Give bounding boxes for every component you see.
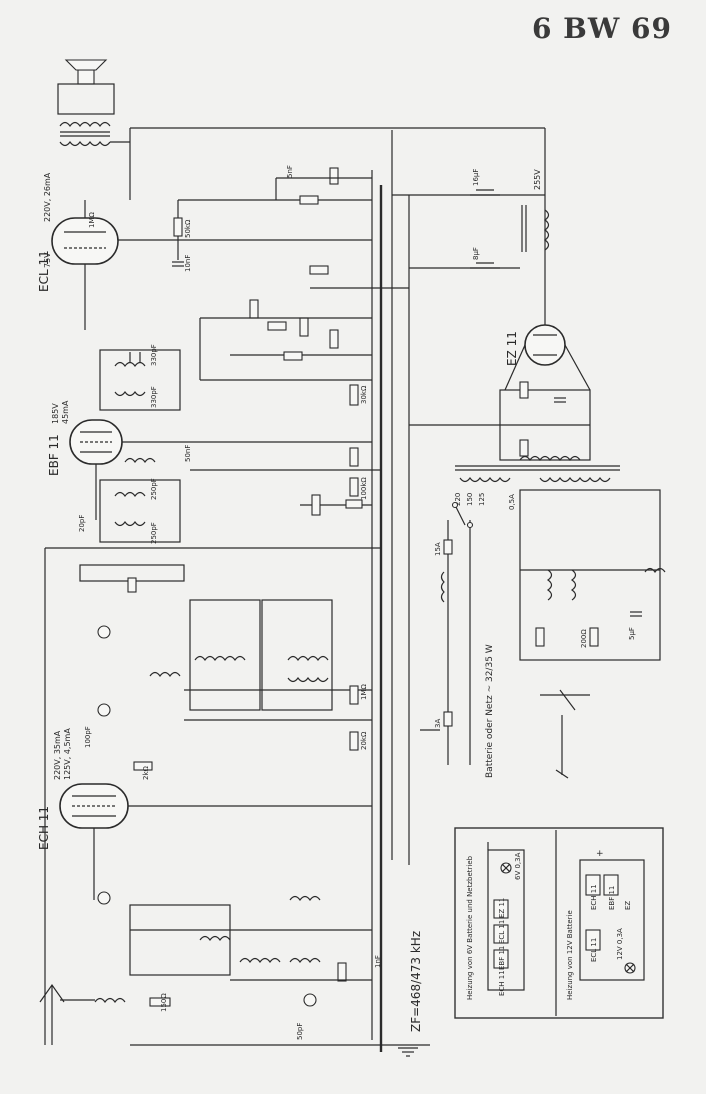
- label-330pf-b: 330pF: [150, 386, 158, 408]
- mains-input: [420, 520, 590, 779]
- inset-left-title: Heizung von 6V Batterie und Netzbetrieb: [466, 855, 474, 1000]
- inset-lamp-12v: 12V 0,3A: [616, 928, 624, 960]
- label-250pf-a: 250pF: [150, 478, 158, 500]
- tube-ebf11: [69, 419, 180, 520]
- tube-ech11-label: ECH 11: [37, 806, 51, 850]
- inset-tube-ecl11: ECL 11: [498, 920, 506, 944]
- label-200ohm: 200Ω: [580, 629, 588, 648]
- label-10nf: 10nF: [184, 255, 192, 272]
- speaker-icon: [57, 59, 115, 115]
- label-50k: 50kΩ: [184, 219, 192, 238]
- tone-network: [172, 167, 409, 381]
- oscillator-section: [79, 564, 372, 771]
- tube-ecl11-voltage: 75V: [43, 252, 52, 268]
- label-50nf: 50nF: [184, 445, 192, 462]
- label-1nf: 1nF: [374, 955, 382, 968]
- heater-inset-frame: [454, 827, 664, 1019]
- label-2k: 2kΩ: [142, 765, 150, 780]
- label-50pf: 50pF: [296, 1023, 304, 1040]
- model-title: 6 BW 69: [531, 12, 672, 45]
- tube-ecl11-label: ECL 11: [37, 250, 51, 292]
- inset-lamp-6v: 6V 0,3A: [514, 852, 522, 880]
- power-transformer: [455, 455, 666, 661]
- fuse-15a: 15A: [434, 542, 442, 556]
- label-1mohm-b: 1MΩ: [360, 684, 368, 700]
- inset-r-tube-ez: EZ: [624, 901, 632, 910]
- inset-tube-ebf11: EBF 11: [498, 946, 506, 970]
- label-5nf: 5nF: [286, 165, 294, 178]
- inset-right-title: Heizung von 12V Batterie: [566, 910, 574, 1000]
- if-frequency: ZF=468/473 kHz: [409, 931, 423, 1032]
- label-20k: 20kΩ: [360, 731, 368, 750]
- tube-ez11-label: EZ 11: [505, 331, 519, 366]
- inset-r-tube-ecl11: ECL 11: [590, 938, 598, 962]
- detector-coil: [124, 384, 381, 497]
- label-100pf: 100pF: [84, 726, 92, 748]
- tube-ez11-voltage: 255V: [533, 169, 542, 190]
- tube-ebf11-label: EBF 11: [47, 434, 61, 476]
- antenna-icon: [39, 983, 65, 1045]
- tube-ecl11: [51, 200, 372, 330]
- label-250pf-b: 250pF: [150, 522, 158, 544]
- input-section: [60, 891, 372, 1007]
- power-switch: [451, 501, 474, 529]
- filter-choke: [470, 189, 550, 269]
- tube-ech11-current: 220V, 35mA: [53, 730, 62, 780]
- label-150ohm: 150Ω: [160, 993, 168, 1012]
- fuse-05a: 0,5A: [508, 494, 516, 510]
- heater-circuit-6v: [487, 842, 525, 991]
- tube-ez11: [504, 300, 591, 391]
- heater-circuit-12v: [579, 859, 645, 981]
- if-transformer-2: [99, 479, 372, 543]
- inset-tube-ez11: EZ 11: [498, 898, 506, 918]
- output-transformer: [59, 121, 131, 200]
- voltage-tap-125: 125: [478, 493, 486, 506]
- voltage-tap-220: 220: [454, 493, 462, 506]
- voltage-tap-150: 150: [466, 493, 474, 506]
- tube-ech11-voltage: 125V, 4,5mA: [63, 728, 72, 780]
- label-20pf: 20pF: [78, 515, 86, 532]
- label-30k: 30kΩ: [360, 385, 368, 404]
- inset-r-tube-ebf11: EBF 11: [608, 886, 616, 910]
- label-8uf: 8μF: [472, 247, 480, 260]
- label-5uf: 5μF: [628, 627, 636, 640]
- rectifier-network: [409, 381, 591, 461]
- supply-label: Batterie oder Netz ~ 32/35 W: [485, 644, 495, 778]
- tube-ebf11-voltage: 185V: [51, 403, 60, 424]
- inset-tube-ech11: ECH 11: [498, 970, 506, 996]
- label-16uf: 16μF: [472, 169, 480, 186]
- if-transformer-1: [99, 349, 181, 411]
- fuse-3a: 3A: [434, 719, 442, 728]
- ground-icon: [398, 1047, 418, 1057]
- inset-plus: +: [596, 849, 604, 859]
- label-330pf-a: 330pF: [150, 344, 158, 366]
- tube-ech11: [59, 783, 372, 900]
- inset-r-tube-ech11: ECH 11: [590, 884, 598, 910]
- tube-ebf11-current: 45mA: [61, 400, 70, 424]
- label-1mohm-a: 1MΩ: [88, 212, 96, 228]
- tube-ecl11-current: 220V, 26mA: [43, 172, 52, 222]
- label-100k: 100kΩ: [360, 477, 368, 500]
